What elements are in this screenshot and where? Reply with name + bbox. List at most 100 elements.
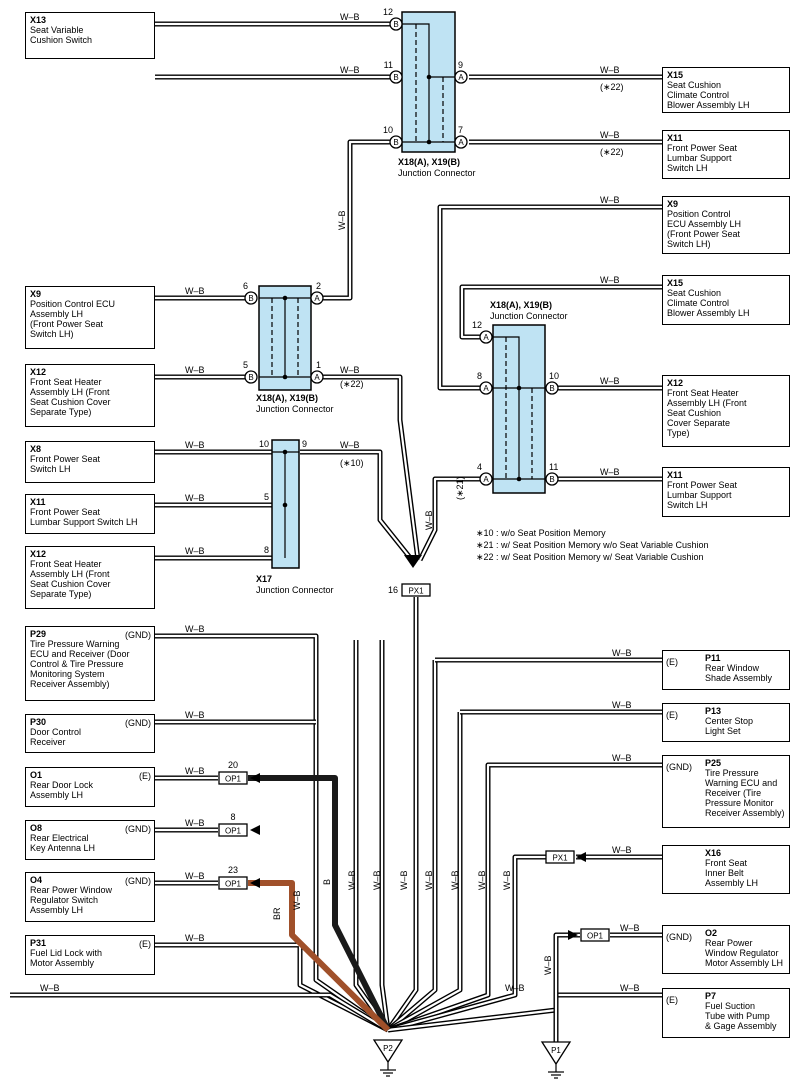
option-mark-21: (∗21) [455, 476, 465, 500]
wire-trunk-c [386, 660, 438, 1032]
ground-p1: P1 [551, 1046, 561, 1055]
pin-left-a1: A [314, 373, 320, 382]
pin-num-7: 7 [458, 125, 463, 135]
wire-label-vert-3: W–B [399, 870, 409, 890]
wire-label: W–B [185, 766, 205, 776]
pin-num-9: 9 [458, 60, 463, 70]
ground-p2: P2 [383, 1044, 393, 1053]
wire-label: W–B [424, 510, 434, 530]
arrow-op1-o2 [568, 930, 578, 940]
splice-dot [516, 385, 522, 391]
pin-num-16: 8 [230, 812, 235, 822]
wire-x9r-8-core [438, 205, 662, 390]
wire-label: W–B [600, 467, 620, 477]
wire-p29-gnd-core [155, 634, 389, 1031]
junction-right-link [493, 336, 520, 479]
wire-10-to-left2-core [323, 140, 396, 300]
splice-dot [282, 449, 288, 455]
ground-p2-triangle [372, 1039, 404, 1064]
wire-label: W–B [620, 923, 640, 933]
splice-dot [282, 374, 288, 380]
pin-num-10: 10 [383, 125, 393, 135]
connector-op1-o2: OP1 [587, 932, 604, 941]
splice-dot [282, 295, 288, 301]
pin-right-b11-circle [545, 472, 559, 486]
connector-op1-o8-box [218, 823, 248, 837]
pin-top-a9: A [458, 73, 464, 82]
pin-top-b10: B [393, 138, 398, 147]
wire-label-vert-2: W–B [372, 870, 382, 890]
pin-num-12: 10 [259, 439, 269, 449]
wire-label: W–B [185, 493, 205, 503]
pin-right-a7: A [483, 475, 489, 484]
ground-p1-triangle [540, 1041, 572, 1066]
pin-right-b10: B [549, 384, 554, 393]
splice-dot [516, 476, 522, 482]
connector-op1-o2-box [580, 928, 610, 942]
wire-label: W–B [185, 365, 205, 375]
pin-top-a7: A [458, 138, 464, 147]
wire-trunk-px1 [385, 597, 419, 1032]
wire-p25-core [387, 763, 662, 1032]
junction-top-link [402, 23, 430, 143]
connector-op1-o4-box [218, 876, 248, 890]
wire-trunk-c-core [387, 660, 437, 1031]
pin-num-20: 23 [228, 865, 238, 875]
wire-p31-gnd-core [155, 943, 389, 1031]
wire-label: W–B [612, 753, 632, 763]
wire-label: W–B [185, 440, 205, 450]
junction-right-subtitle: Junction Connector [490, 311, 568, 321]
splice-dot [426, 74, 432, 80]
wire-label-vert-7: W–B [502, 870, 512, 890]
pin-num-8: 20 [228, 760, 238, 770]
wire-x9r-8 [437, 204, 662, 391]
pin-num-8: 8 [477, 371, 482, 381]
connector-px1-x16: PX1 [552, 854, 568, 863]
wire-label: W–B [340, 12, 360, 22]
wire-label-br: BR [272, 907, 282, 920]
pin-num-10: 10 [549, 371, 559, 381]
wire-trunk-px1-core [387, 597, 418, 1031]
pin-num-2: 2 [316, 281, 321, 291]
pin-num-5: 5 [243, 360, 248, 370]
option-mark-22b: (∗22) [600, 147, 624, 157]
wire-label-vert-0: W–B [292, 890, 302, 910]
wire-10-to-left2 [323, 139, 396, 301]
wire-label: W–B [185, 818, 205, 828]
pin-top-b10-circle [389, 135, 403, 149]
pin-top-b12: B [393, 20, 398, 29]
wire-label: W–B [612, 845, 632, 855]
junction-left-title: X18(A), X19(B) [256, 393, 319, 403]
wire-label: W–B [40, 983, 60, 993]
wire-1-px1 [323, 374, 421, 561]
wire-label: W–B [185, 871, 205, 881]
wire-x15-9-core [460, 285, 662, 339]
pin-left-b5-circle [244, 370, 258, 384]
junction-x17-subtitle: Junction Connector [256, 585, 334, 595]
option-mark-10: (∗10) [340, 458, 364, 468]
wire-trunk-b-core [380, 640, 390, 1031]
wire-label: W–B [505, 983, 525, 993]
wire-1-px1-core [323, 375, 420, 561]
wire-px1-x16-core [387, 855, 548, 1032]
wire-p29-gnd [155, 633, 390, 1033]
arrow-op1-o4 [250, 878, 260, 888]
pin-num-6: 6 [243, 281, 248, 291]
pin-right-b10-circle [545, 381, 559, 395]
wire-label: W–B [185, 933, 205, 943]
